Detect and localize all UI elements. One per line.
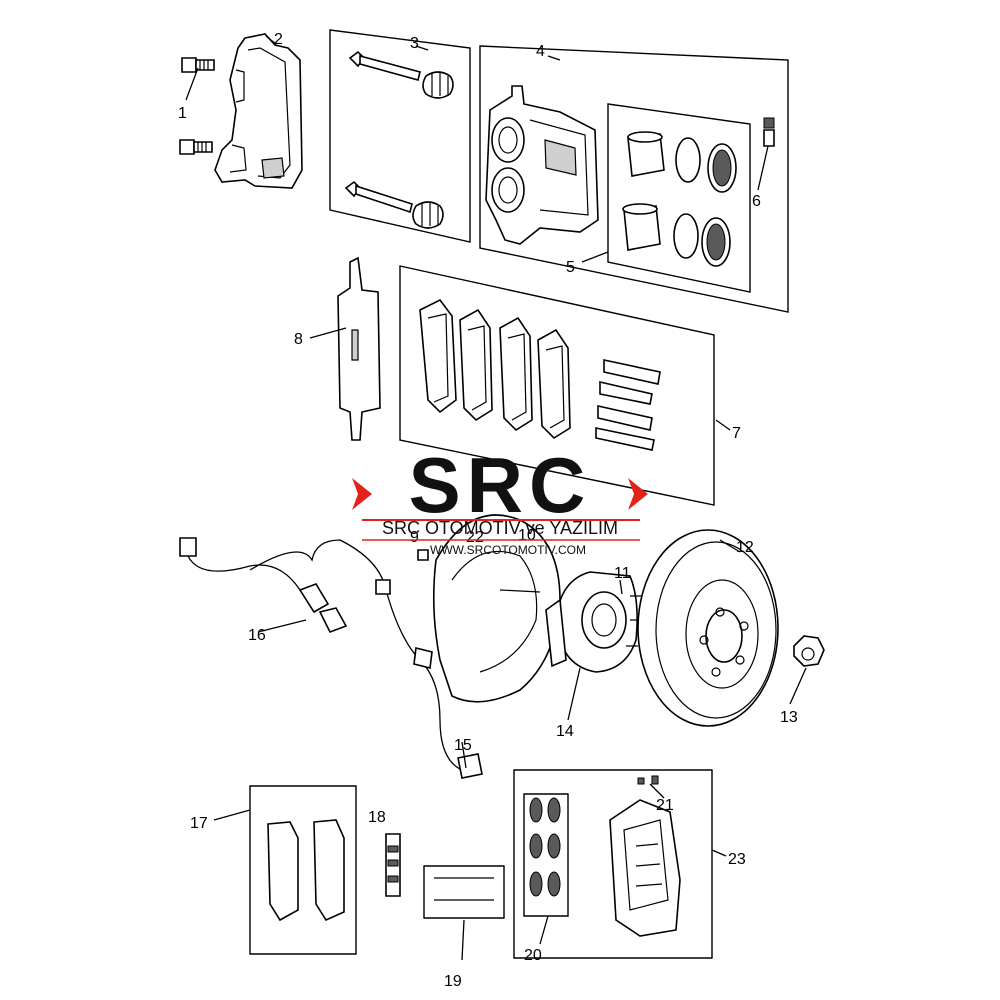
callout-13: 13 <box>780 709 798 726</box>
callout-12: 12 <box>736 539 754 556</box>
caliper-bracket-bolts <box>179 57 215 155</box>
anti-rattle-clip <box>337 256 381 441</box>
callout-22: 22 <box>466 529 484 546</box>
callout-19: 19 <box>444 973 462 990</box>
wheel-speed-sensor <box>179 537 483 779</box>
watermark-website: WWW.SRCOTOMOTIV.COM <box>430 543 586 557</box>
callout-7: 7 <box>732 425 741 442</box>
callout-11: 11 <box>614 565 631 582</box>
watermark-company: SRC OTOMOTIV ve YAZILIM <box>382 518 618 538</box>
callout-1: 1 <box>178 105 187 122</box>
bleeder-screw <box>763 117 775 147</box>
piston-seal-kit <box>607 103 751 293</box>
callout-16: 16 <box>248 627 266 644</box>
left-chevron-icon <box>352 478 372 510</box>
caliper-assembly <box>479 45 789 313</box>
callout-5: 5 <box>566 259 575 276</box>
slide-pin-kit <box>329 29 471 243</box>
leader-lines <box>185 35 807 961</box>
src-watermark: SRC SRC OTOMOTIV ve YAZILIM WWW.SRCOTOMO… <box>352 441 648 557</box>
shield-screw <box>417 549 429 561</box>
callout-23: 23 <box>728 851 746 868</box>
caliper-adapter-bracket <box>214 33 303 189</box>
hub-bearing-assembly <box>545 571 644 673</box>
lug-nut <box>793 635 825 667</box>
callout-15: 15 <box>454 737 472 754</box>
callout-20: 20 <box>524 947 542 964</box>
callout-6: 6 <box>752 193 761 210</box>
performance-pad-set <box>249 785 357 955</box>
callout-8: 8 <box>294 331 303 348</box>
brake-pad-kit <box>399 265 715 506</box>
callout-21: 21 <box>656 797 674 814</box>
brake-rotor <box>637 529 779 727</box>
callout-18: 18 <box>368 809 386 826</box>
brake-dust-shield <box>432 514 561 703</box>
callout-4: 4 <box>536 43 545 60</box>
right-chevron-icon <box>628 478 648 510</box>
pad-retainer-clip <box>385 833 401 897</box>
watermark-logo: SRC <box>409 441 592 529</box>
fixed-caliper-kit <box>513 769 713 959</box>
callout-9: 9 <box>410 529 419 546</box>
callout-17: 17 <box>190 815 208 832</box>
pad-pin-kit <box>423 865 505 919</box>
callout-3: 3 <box>410 35 419 52</box>
callout-2: 2 <box>274 31 283 48</box>
callout-14: 14 <box>556 723 574 740</box>
